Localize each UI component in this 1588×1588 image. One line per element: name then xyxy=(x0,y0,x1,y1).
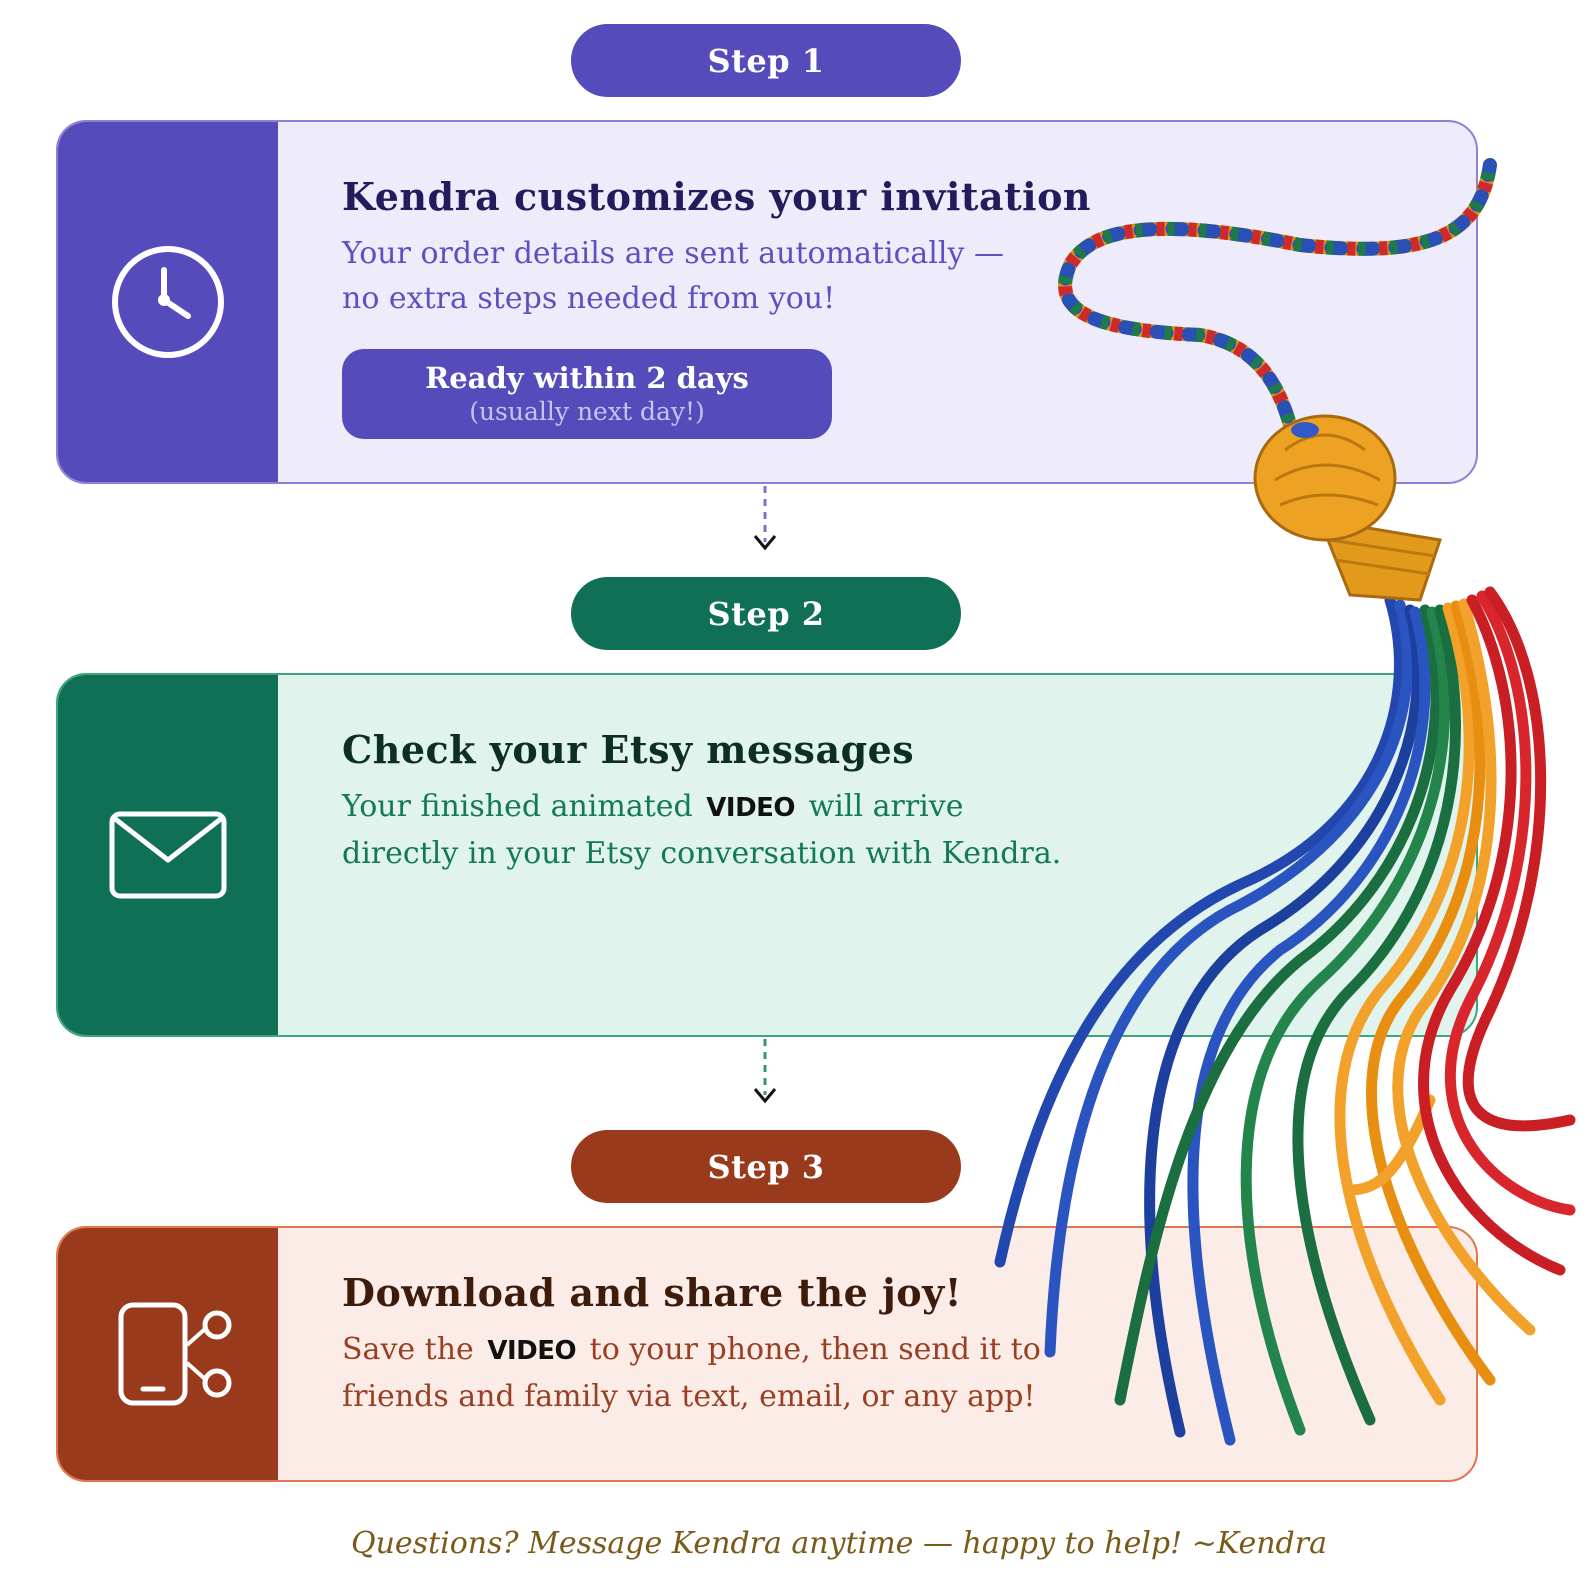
step-1-pill: Step 1 xyxy=(571,24,961,97)
step-connector-1-arrow-icon xyxy=(753,486,777,551)
step-2-pill: Step 2 xyxy=(571,577,961,650)
step-3-line-1-start: Save the xyxy=(342,1332,474,1367)
step-3-title: Download and share the joy! xyxy=(342,1270,962,1315)
step-1-line-2: no extra steps needed from you! xyxy=(342,281,836,316)
step-3-icon-panel xyxy=(58,1228,278,1480)
step-2-title: Check your Etsy messages xyxy=(342,727,915,772)
step-connector-2-arrow-icon xyxy=(753,1039,777,1104)
video-highlight: VIDEO xyxy=(487,1336,577,1366)
step-2-card: Check your Etsy messages Your finished a… xyxy=(56,673,1478,1037)
step-3-card: Download and share the joy! Save the VID… xyxy=(56,1226,1478,1482)
step-1-description: Your order details are sent automaticall… xyxy=(342,231,1456,321)
step-1-line-1: Your order details are sent automaticall… xyxy=(342,236,1004,271)
step-3-line-2: friends and family via text, email, or a… xyxy=(342,1379,1036,1414)
step-3-line-1-end: to your phone, then send it to xyxy=(589,1332,1041,1367)
step-1-card: Kendra customizes your invitation Your o… xyxy=(56,120,1478,484)
step-2-icon-panel xyxy=(58,675,278,1035)
step-3-description: Save the VIDEO to your phone, then send … xyxy=(342,1327,1456,1419)
footer-note: Questions? Message Kendra anytime — happ… xyxy=(351,1526,1327,1561)
step-2-line-1-start: Your finished animated xyxy=(342,789,693,824)
step-2-line-2: directly in your Etsy conversation with … xyxy=(342,836,1062,871)
ready-time-sub: (usually next day!) xyxy=(469,397,705,426)
step-1-icon-panel xyxy=(58,122,278,482)
ready-time-badge: Ready within 2 days (usually next day!) xyxy=(342,349,832,439)
clock-icon xyxy=(112,246,224,358)
envelope-icon xyxy=(109,811,227,899)
phone-share-icon xyxy=(118,1302,232,1406)
step-2-description: Your finished animated VIDEO will arrive… xyxy=(342,784,1456,876)
step-3-pill: Step 3 xyxy=(571,1130,961,1203)
step-1-title: Kendra customizes your invitation xyxy=(342,174,1092,219)
ready-time-main: Ready within 2 days xyxy=(425,361,749,395)
step-2-line-1-end: will arrive xyxy=(808,789,964,824)
video-highlight: VIDEO xyxy=(706,793,796,823)
